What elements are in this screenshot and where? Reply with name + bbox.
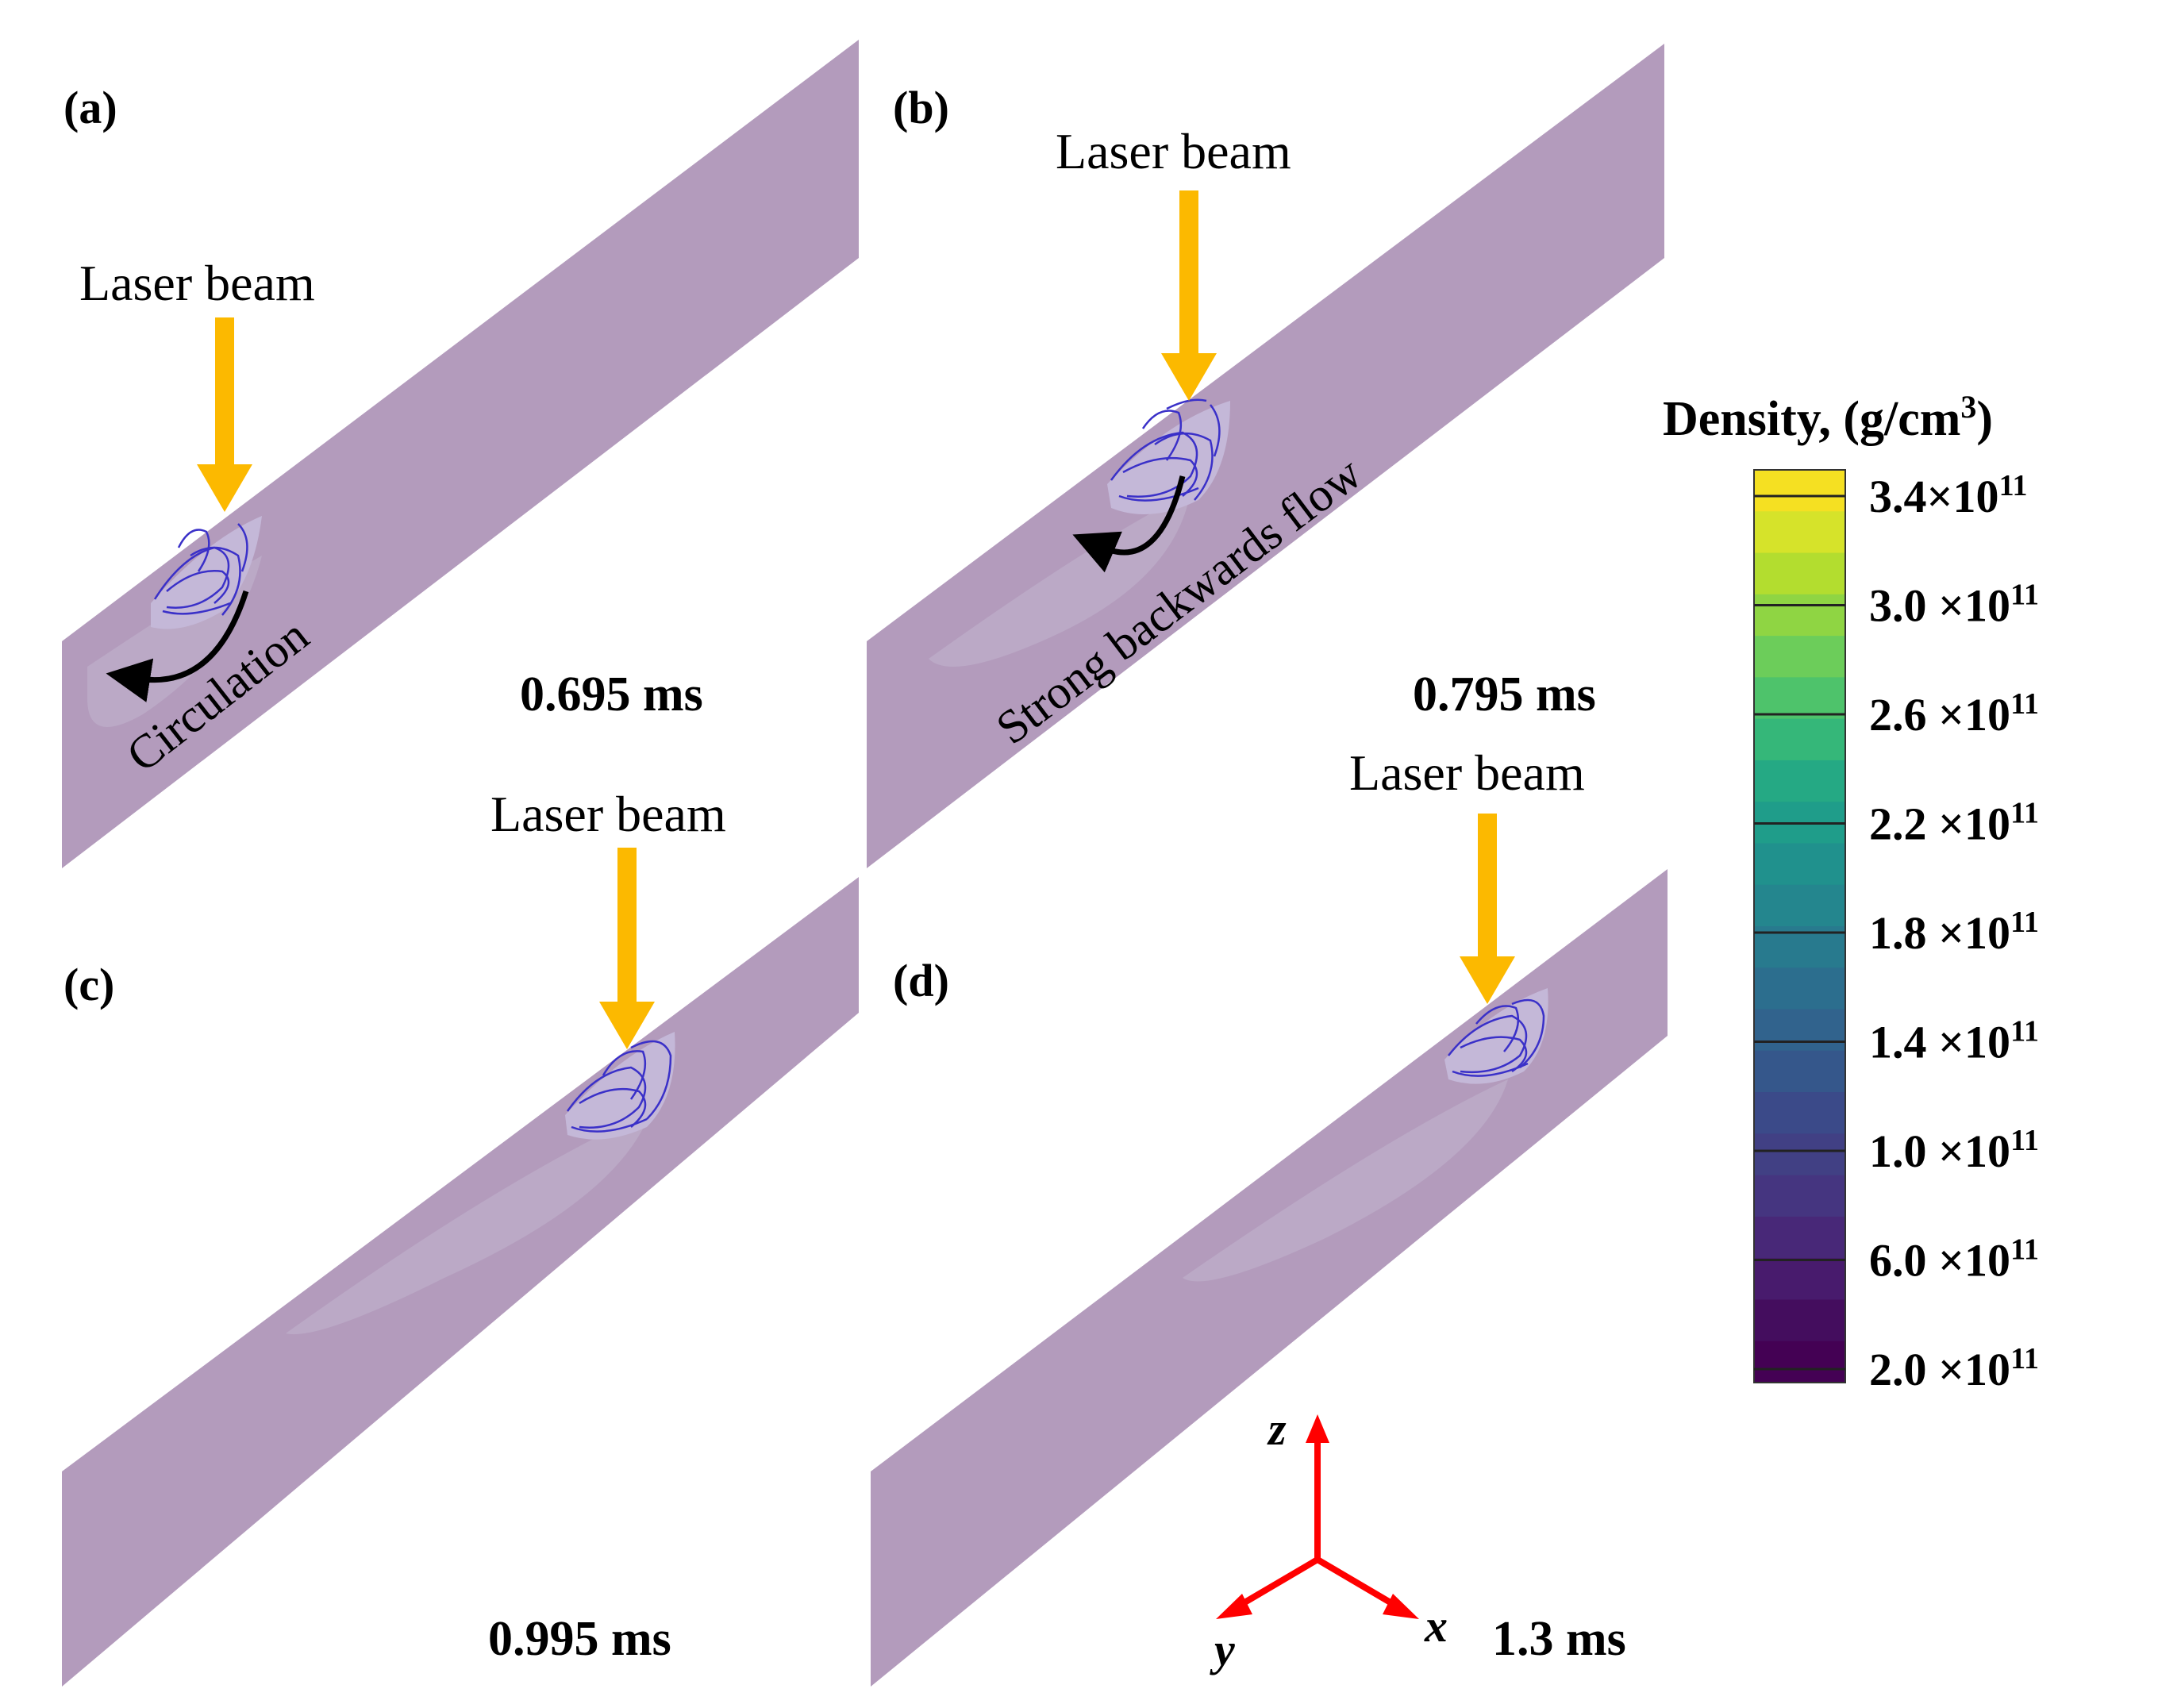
slab-b (867, 44, 1664, 868)
colorbar: Density, (g/cm3) 3.4×1011 3.0 ×1011 2.6 ×1… (1663, 389, 2039, 1396)
colorbar-tick-label: 1.8 ×1011 (1869, 906, 2039, 959)
y-axis-arrowhead (1216, 1594, 1252, 1619)
colorbar-band (1754, 884, 1845, 927)
colorbar-band (1754, 718, 1845, 761)
colorbar-band (1754, 677, 1845, 720)
axes-triad: z y x (1210, 1403, 1448, 1675)
laser-beam-arrow-head-d (1460, 956, 1515, 1004)
colorbar-tick-label: 1.0 ×1011 (1869, 1124, 2039, 1177)
z-axis-label: z (1267, 1403, 1287, 1455)
colorbar-band (1754, 760, 1845, 802)
time-label-d: 1.3 ms (1492, 1612, 1626, 1666)
colorbar-band (1754, 843, 1845, 886)
x-axis-line (1315, 1556, 1401, 1610)
panel-c: (c) Laser beam 0.995 ms (62, 786, 859, 1687)
colorbar-tick-label: 1.4 ×1011 (1869, 1015, 2039, 1068)
laser-beam-label-b: Laser beam (1056, 123, 1291, 179)
colorbar-title: Density, (g/cm3) (1663, 389, 1993, 447)
colorbar-tick-label: 3.4×1011 (1869, 469, 2027, 522)
laser-beam-arrow-shaft-d (1478, 814, 1497, 960)
slab-d (871, 869, 1668, 1687)
x-axis-arrowhead (1383, 1594, 1419, 1619)
laser-beam-arrow-shaft-a (215, 317, 234, 468)
laser-beam-arrow-head-a (197, 464, 252, 512)
y-axis-line (1234, 1556, 1320, 1610)
laser-beam-label-c: Laser beam (490, 786, 726, 842)
colorbar-frame (1753, 469, 1846, 1383)
melt-pool-shadow-d (1183, 1079, 1508, 1282)
colorbar-band (1754, 552, 1845, 595)
colorbar-band (1754, 636, 1845, 678)
colorbar-tick-label: 3.0 ×1011 (1869, 579, 2039, 632)
panel-label-d: (d) (893, 955, 949, 1006)
colorbar-title-exponent: 3 (1960, 389, 1976, 425)
panel-a: (a) Laser beam Circulation 0.695 ms (62, 40, 859, 868)
melt-pool-d (1444, 988, 1548, 1084)
colorbar-band (1754, 1050, 1845, 1093)
panel-label-c: (c) (63, 959, 114, 1010)
melt-pool-c (565, 1032, 675, 1140)
slab-c (62, 877, 859, 1687)
streamlines-a (153, 523, 248, 616)
x-axis-label: x (1424, 1600, 1448, 1652)
laser-beam-arrow-shaft-c (617, 848, 637, 1006)
z-axis-arrowhead (1306, 1414, 1329, 1443)
colorbar-band (1754, 967, 1845, 1010)
colorbar-tick-label: 2.2 ×1011 (1869, 797, 2039, 850)
time-label-a: 0.695 ms (520, 667, 703, 721)
colorbar-band (1754, 1175, 1845, 1218)
panel-label-b: (b) (893, 82, 949, 133)
colorbar-title-suffix: ) (1976, 392, 1993, 446)
colorbar-band (1754, 1258, 1845, 1301)
colorbar-band (1754, 1009, 1845, 1052)
slab-a (62, 40, 859, 868)
colorbar-band (1754, 1092, 1845, 1134)
y-axis-label: y (1210, 1624, 1235, 1675)
time-label-b: 0.795 ms (1413, 667, 1596, 721)
colorbar-band (1754, 1133, 1845, 1176)
colorbar-tick-label: 2.6 ×1011 (1869, 687, 2039, 741)
laser-beam-arrow-head-b (1161, 353, 1217, 401)
colorbar-band (1754, 511, 1845, 554)
panel-d: (d) Laser beam 1.3 ms (871, 744, 1668, 1687)
backwards-flow-arrow-b (1072, 475, 1186, 573)
panel-label-a: (a) (63, 82, 117, 133)
colorbar-tick-label: 6.0 ×1011 (1869, 1233, 2039, 1287)
laser-beam-arrow-shaft-b (1179, 190, 1198, 357)
time-label-c: 0.995 ms (488, 1612, 671, 1666)
streamlines-b (1110, 398, 1221, 502)
melt-pool-shadow-c (286, 1111, 651, 1335)
laser-beam-label-d: Laser beam (1349, 744, 1585, 801)
colorbar-title-prefix: Density, (g/cm (1663, 392, 1960, 446)
laser-beam-arrow-head-c (599, 1002, 655, 1049)
colorbar-ticks: 3.4×1011 3.0 ×1011 2.6 ×1011 2.2 ×1011 1.8 ×… (1754, 469, 2039, 1395)
colorbar-bands (1753, 469, 1846, 1383)
colorbar-band (1754, 1341, 1845, 1383)
streamlines-c (566, 1040, 672, 1133)
colorbar-band (1754, 594, 1845, 637)
circulation-arrow-a (106, 590, 249, 702)
streamlines-d (1448, 998, 1545, 1077)
colorbar-band (1754, 1299, 1845, 1342)
colorbar-tick-label: 2.0 ×1011 (1869, 1342, 2039, 1395)
colorbar-band (1754, 470, 1845, 512)
laser-beam-label-a: Laser beam (79, 255, 315, 311)
colorbar-band (1754, 1216, 1845, 1259)
melt-pool-shadow-b (929, 492, 1191, 667)
